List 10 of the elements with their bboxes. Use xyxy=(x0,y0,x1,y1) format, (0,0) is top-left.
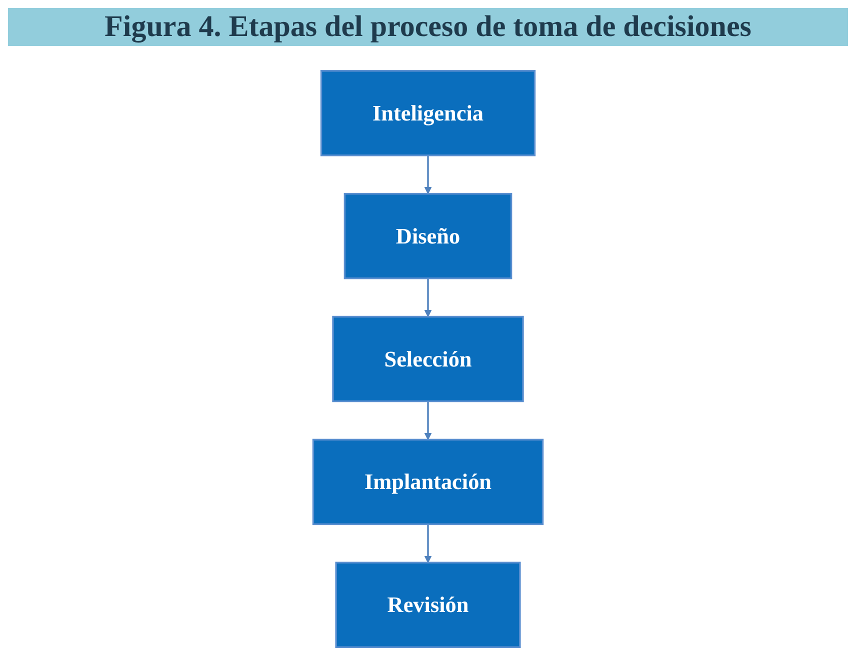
stage-box: Inteligencia xyxy=(320,70,536,156)
stage-box: Diseño xyxy=(344,192,512,280)
arrow xyxy=(424,155,432,194)
stage-box: Implantación xyxy=(312,438,544,526)
arrow xyxy=(424,524,432,563)
arrow xyxy=(424,401,432,440)
stage-box: Selección xyxy=(332,316,524,402)
stage-box: Revisión xyxy=(335,562,521,648)
arrow xyxy=(424,278,432,318)
title-banner: Figura 4. Etapas del proceso de toma de decisiones xyxy=(8,8,848,46)
